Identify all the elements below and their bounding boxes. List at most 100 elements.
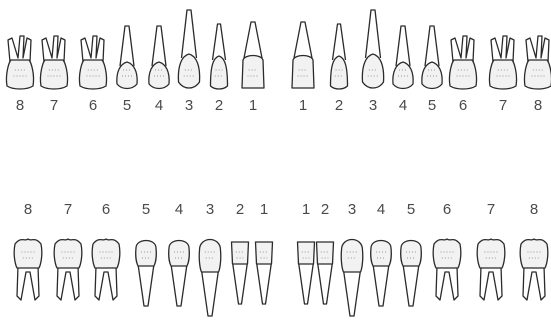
tooth-root	[57, 266, 79, 300]
tooth-root	[202, 270, 219, 316]
lower-tooth-number-14: 6	[443, 201, 451, 218]
tooth-root	[366, 10, 381, 58]
lower-tooth-16	[520, 239, 548, 300]
upper-tooth-5	[149, 26, 169, 89]
lower-tooth-number-10: 2	[321, 201, 329, 218]
tooth-crown	[477, 239, 505, 268]
tooth-root	[257, 262, 272, 304]
lower-tooth-number-8: 1	[260, 201, 268, 218]
upper-tooth-4	[117, 26, 137, 89]
upper-tooth-10	[331, 24, 348, 89]
upper-tooth-13	[422, 26, 442, 89]
tooth-crown	[54, 239, 82, 268]
lower-tooth-number-5: 4	[175, 201, 183, 218]
tooth-crown	[433, 239, 461, 268]
tooth-crown	[242, 56, 264, 89]
lower-tooth-number-13: 5	[407, 201, 415, 218]
tooth-crown	[292, 56, 314, 89]
upper-tooth-numbers: 8765432112345678	[16, 97, 542, 114]
upper-tooth-number-5: 4	[155, 97, 163, 114]
lower-tooth-10	[317, 242, 334, 304]
lower-tooth-number-3: 6	[102, 201, 110, 218]
tooth-crown	[6, 60, 33, 89]
tooth-root	[436, 266, 458, 300]
upper-tooth-number-1: 8	[16, 97, 24, 114]
lower-tooth-3	[92, 239, 120, 300]
lower-tooth-number-12: 4	[377, 201, 385, 218]
tooth-root	[373, 264, 389, 306]
tooth-root	[526, 36, 549, 62]
upper-tooth-8	[242, 22, 264, 88]
upper-tooth-number-14: 6	[459, 97, 467, 114]
tooth-root	[81, 36, 104, 62]
lower-tooth-9	[298, 242, 315, 304]
tooth-root	[233, 262, 248, 304]
tooth-root	[17, 266, 39, 300]
lower-tooth-14	[433, 239, 461, 300]
upper-tooth-number-12: 4	[399, 97, 407, 114]
upper-teeth-row	[6, 10, 551, 89]
upper-tooth-number-7: 2	[215, 97, 223, 114]
lower-tooth-15	[477, 239, 505, 300]
tooth-root	[120, 26, 134, 66]
tooth-root	[182, 10, 197, 58]
upper-tooth-14	[449, 36, 476, 89]
tooth-root	[299, 262, 314, 304]
tooth-root	[403, 264, 419, 306]
tooth-root	[425, 26, 439, 66]
tooth-root	[451, 36, 474, 62]
lower-tooth-12	[371, 241, 392, 307]
lower-tooth-number-7: 2	[236, 201, 244, 218]
tooth-crown	[136, 241, 157, 267]
tooth-crown	[92, 239, 120, 268]
tooth-crown	[524, 60, 551, 89]
tooth-crown	[401, 241, 422, 267]
lower-tooth-6	[199, 240, 221, 317]
lower-tooth-7	[232, 242, 249, 304]
upper-tooth-16	[524, 36, 551, 89]
tooth-crown	[199, 240, 221, 273]
tooth-root	[318, 262, 333, 304]
tooth-root	[344, 270, 361, 316]
upper-tooth-1	[6, 36, 33, 89]
tooth-root	[138, 264, 154, 306]
upper-tooth-9	[292, 22, 314, 88]
upper-tooth-3	[79, 36, 106, 89]
tooth-crown	[341, 240, 363, 273]
tooth-root	[294, 22, 312, 58]
upper-tooth-number-16: 8	[534, 97, 542, 114]
lower-tooth-13	[401, 241, 422, 307]
lower-tooth-number-9: 1	[302, 201, 310, 218]
lower-tooth-number-6: 3	[206, 201, 214, 218]
tooth-root	[8, 36, 31, 62]
upper-tooth-number-6: 3	[185, 97, 193, 114]
tooth-crown	[371, 241, 392, 267]
tooth-crown	[79, 60, 106, 89]
tooth-crown	[449, 60, 476, 89]
tooth-root	[152, 26, 166, 66]
tooth-root	[213, 24, 226, 60]
upper-tooth-number-4: 5	[123, 97, 131, 114]
tooth-root	[171, 264, 187, 306]
lower-tooth-number-1: 8	[24, 201, 32, 218]
tooth-crown	[317, 242, 334, 264]
lower-tooth-number-16: 8	[530, 201, 538, 218]
upper-tooth-number-10: 2	[335, 97, 343, 114]
upper-tooth-11	[362, 10, 383, 88]
tooth-root	[42, 36, 65, 62]
tooth-root	[95, 266, 117, 300]
upper-tooth-number-11: 3	[369, 97, 377, 114]
tooth-root	[333, 24, 346, 60]
lower-tooth-number-4: 5	[142, 201, 150, 218]
upper-tooth-2	[40, 36, 67, 89]
upper-tooth-12	[393, 26, 413, 89]
tooth-crown	[211, 56, 228, 89]
lower-tooth-number-15: 7	[487, 201, 495, 218]
upper-tooth-number-13: 5	[428, 97, 436, 114]
lower-teeth-row	[14, 239, 548, 316]
tooth-root	[396, 26, 410, 66]
tooth-crown	[232, 242, 249, 264]
lower-tooth-11	[341, 240, 363, 317]
